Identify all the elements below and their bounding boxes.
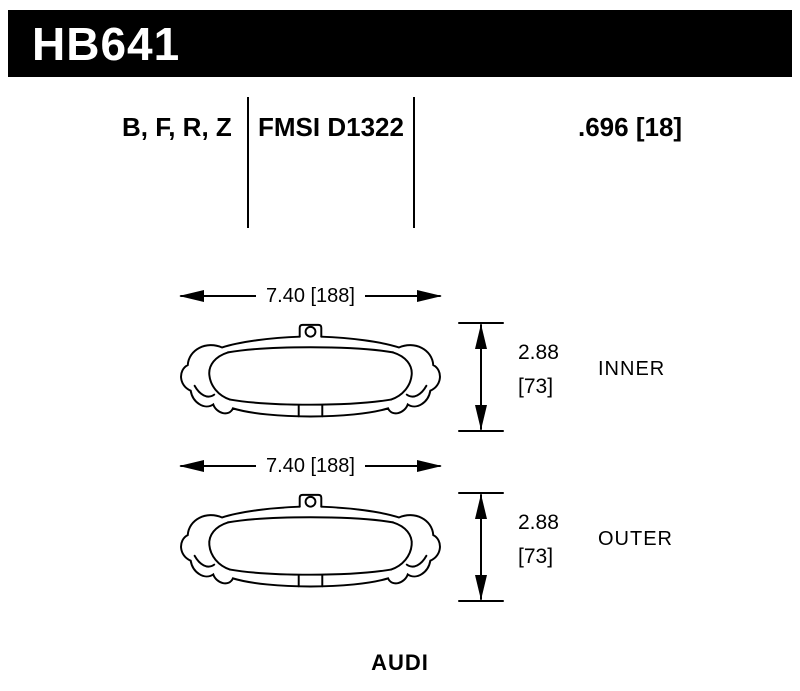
spec-divider-line (413, 97, 415, 228)
height-millimeters: [73] (518, 375, 554, 398)
brake-pad-drawing-inner (180, 323, 441, 418)
width-dimension-label: 7.40 [188] (256, 284, 365, 308)
pad-position-label-outer: OUTER (598, 528, 673, 550)
height-dimension-arrow (458, 492, 504, 602)
part-number: HB641 (32, 17, 181, 70)
width-dimension-outer: 7.40 [188] (178, 454, 443, 478)
width-dimension-label: 7.40 [188] (256, 454, 365, 478)
brake-pad-drawing-outer (180, 493, 441, 588)
spec-divider-line (247, 97, 249, 228)
height-dimension-label: 2.88 [73] (518, 336, 559, 404)
height-inches: 2.88 (518, 511, 559, 534)
height-inches: 2.88 (518, 341, 559, 364)
height-millimeters: [73] (518, 545, 554, 568)
pad-position-label-inner: INNER (598, 358, 666, 380)
part-number-bar: HB641 (8, 10, 792, 77)
pad-thickness: .696 [18] (578, 112, 683, 142)
width-dimension-inner: 7.40 [188] (178, 284, 443, 308)
height-dimension-arrow (458, 322, 504, 432)
height-dimension-label: 2.88 [73] (518, 506, 559, 574)
fmsi-number: FMSI D1322 (258, 112, 404, 142)
vehicle-make: AUDI (371, 650, 429, 675)
compound-codes: B, F, R, Z (122, 112, 232, 142)
